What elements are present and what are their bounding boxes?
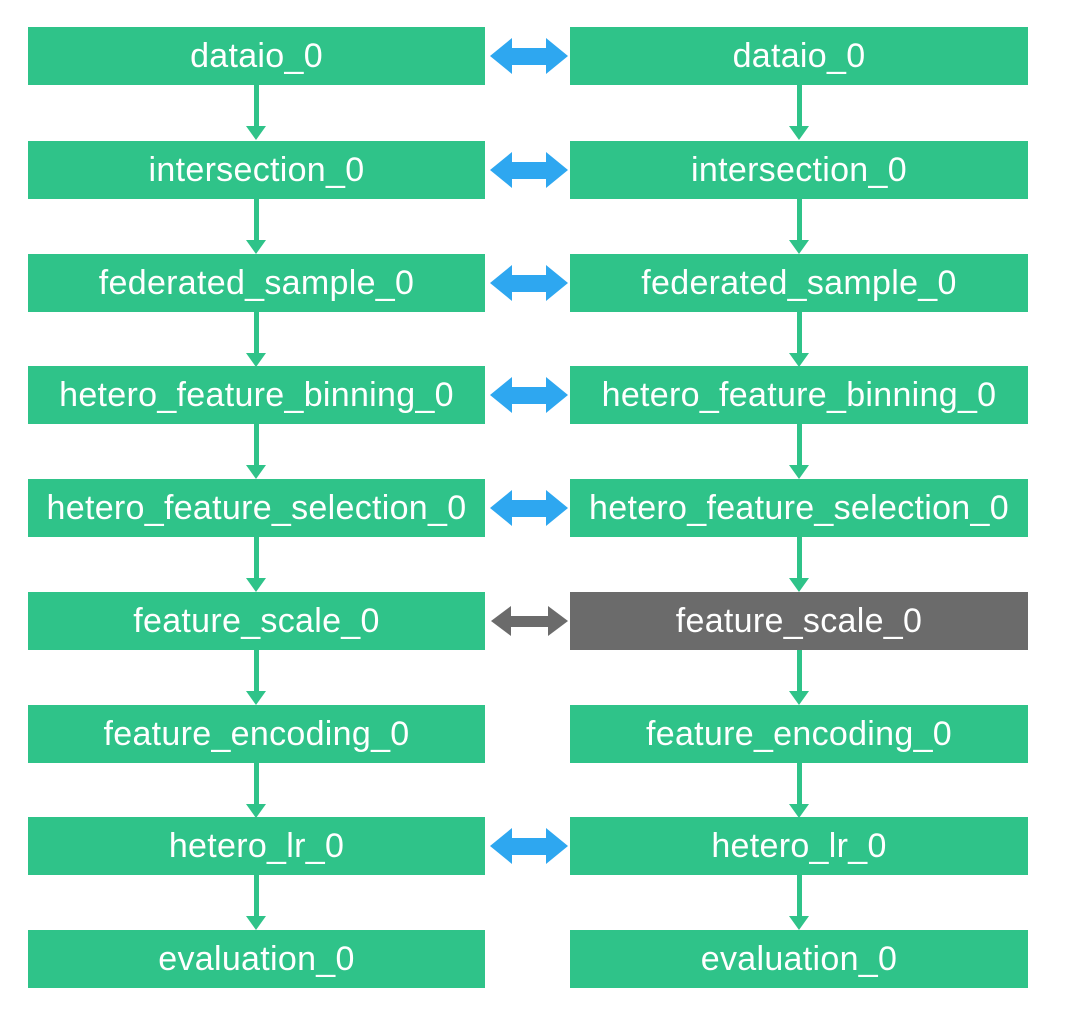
- flow-down-arrow-icon: [246, 199, 266, 255]
- flow-down-arrow-icon: [789, 424, 809, 480]
- node-left-hetero-feature-binning-0: hetero_feature_binning_0: [28, 366, 485, 424]
- flow-down-arrow-icon: [246, 312, 266, 368]
- arrow-shaft: [510, 47, 548, 65]
- node-right-hetero-lr-0: hetero_lr_0: [570, 817, 1028, 875]
- arrow-shaft: [510, 499, 548, 517]
- sync-double-arrow-gray-icon: [491, 606, 568, 636]
- sync-double-arrow-icon: [490, 377, 568, 413]
- node-left-dataio-0: dataio_0: [28, 27, 485, 85]
- flow-down-arrow-icon: [789, 875, 809, 931]
- sync-double-arrow-icon: [490, 828, 568, 864]
- flow-down-arrow-icon: [246, 650, 266, 706]
- node-right-evaluation-0: evaluation_0: [570, 930, 1028, 988]
- arrow-shaft: [510, 386, 548, 404]
- node-left-hetero-feature-selection-0: hetero_feature_selection_0: [28, 479, 485, 537]
- sync-double-arrow-icon: [490, 490, 568, 526]
- node-right-intersection-0: intersection_0: [570, 141, 1028, 199]
- node-left-evaluation-0: evaluation_0: [28, 930, 485, 988]
- sync-double-arrow-icon: [490, 38, 568, 74]
- flow-down-arrow-icon: [789, 763, 809, 819]
- flow-down-arrow-icon: [246, 763, 266, 819]
- flow-down-arrow-icon: [246, 85, 266, 141]
- flow-down-arrow-icon: [789, 650, 809, 706]
- flow-down-arrow-icon: [789, 199, 809, 255]
- node-right-dataio-0: dataio_0: [570, 27, 1028, 85]
- node-left-feature-scale-0: feature_scale_0: [28, 592, 485, 650]
- node-left-feature-encoding-0: feature_encoding_0: [28, 705, 485, 763]
- flow-down-arrow-icon: [789, 312, 809, 368]
- flow-down-arrow-icon: [246, 424, 266, 480]
- node-left-hetero-lr-0: hetero_lr_0: [28, 817, 485, 875]
- flow-down-arrow-icon: [246, 537, 266, 593]
- flow-down-arrow-icon: [789, 85, 809, 141]
- node-right-hetero-feature-binning-0: hetero_feature_binning_0: [570, 366, 1028, 424]
- arrow-shaft: [510, 274, 548, 292]
- arrow-shaft: [510, 837, 548, 855]
- arrow-shaft: [509, 615, 550, 627]
- flow-down-arrow-icon: [789, 537, 809, 593]
- node-right-hetero-feature-selection-0: hetero_feature_selection_0: [570, 479, 1028, 537]
- sync-double-arrow-icon: [490, 152, 568, 188]
- flow-down-arrow-icon: [246, 875, 266, 931]
- node-left-federated-sample-0: federated_sample_0: [28, 254, 485, 312]
- node-left-intersection-0: intersection_0: [28, 141, 485, 199]
- node-right-feature-encoding-0: feature_encoding_0: [570, 705, 1028, 763]
- node-right-federated-sample-0: federated_sample_0: [570, 254, 1028, 312]
- arrow-shaft: [510, 161, 548, 179]
- sync-double-arrow-icon: [490, 265, 568, 301]
- node-right-feature-scale-0: feature_scale_0: [570, 592, 1028, 650]
